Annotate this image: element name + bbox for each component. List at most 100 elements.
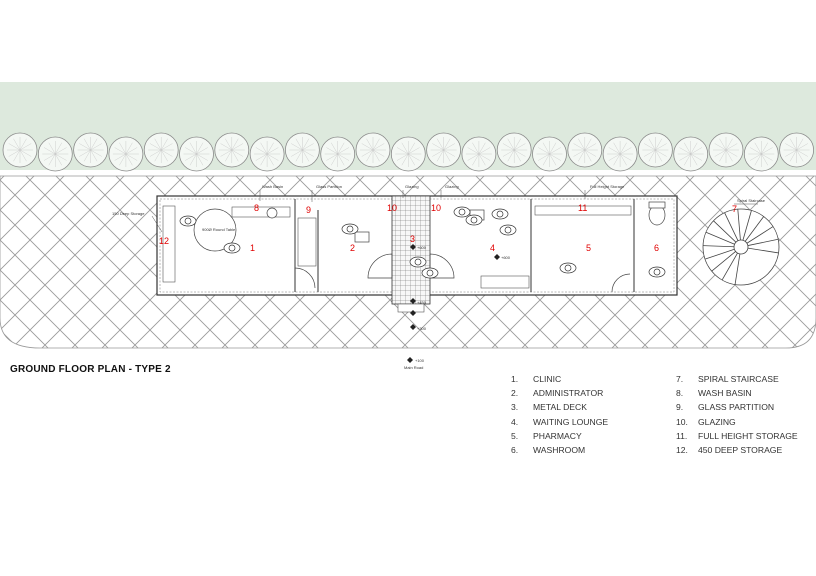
stair-tread bbox=[724, 212, 739, 241]
person-figure bbox=[499, 224, 517, 236]
legend-number: 9. bbox=[676, 402, 684, 413]
person-figure bbox=[559, 262, 577, 274]
legend-number: 4. bbox=[511, 416, 519, 427]
legend-label: SPIRAL STAIRCASE bbox=[698, 374, 779, 384]
tree-canopy-vein bbox=[608, 147, 632, 161]
legend-item: 8.WASH BASIN bbox=[676, 386, 798, 400]
annotation-spiral-staircase: Spiral Staircase bbox=[737, 198, 766, 203]
room-number-3: 3 bbox=[410, 234, 415, 244]
person-figure bbox=[465, 214, 483, 226]
legend-label: GLASS PARTITION bbox=[698, 402, 775, 413]
metal-deck bbox=[391, 195, 431, 305]
legend-number: 1. bbox=[511, 374, 519, 384]
room-number-11: 11 bbox=[578, 203, 587, 213]
annotation-glazing-a: Glazing bbox=[405, 184, 419, 189]
tree-canopy-vein bbox=[749, 147, 773, 161]
legend-item: 3. METAL DECK bbox=[511, 400, 608, 414]
person-figure bbox=[341, 223, 359, 235]
tree-canopy-vein bbox=[43, 147, 67, 161]
person-figure bbox=[491, 208, 509, 220]
stair-tread bbox=[734, 253, 741, 285]
legend-label: WAITING LOUNGE bbox=[533, 416, 609, 427]
person-figure bbox=[179, 215, 197, 227]
tree-canopy-vein bbox=[361, 143, 385, 157]
legend-right-column: 7. SPIRAL STAIRCASE 8.WASH BASIN 9. GLASS PA… bbox=[676, 372, 798, 457]
people-figures bbox=[179, 206, 666, 279]
deck-steps bbox=[397, 303, 425, 313]
legend-number: 7. bbox=[676, 374, 684, 384]
legend-label: FULL HEIGHT STORAGE bbox=[698, 430, 798, 441]
tree-canopy-vein bbox=[149, 143, 173, 157]
legend-number: 11. bbox=[676, 430, 688, 441]
legend-item: 2. ADMINISTRATOR bbox=[511, 386, 608, 400]
legend-label: GLAZING bbox=[698, 416, 736, 427]
tree-canopy-vein bbox=[185, 147, 208, 161]
spiral-staircase bbox=[702, 208, 780, 286]
level-step-1: +450 bbox=[417, 300, 427, 305]
stair-tread bbox=[737, 209, 741, 241]
stair-tread bbox=[721, 252, 738, 281]
tree-canopy-vein bbox=[785, 143, 808, 157]
legend-number: 6. bbox=[511, 444, 519, 455]
room-numbers: 1 2 3 4 5 6 7 8 9 10 10 11 12 bbox=[159, 203, 737, 253]
legend-item: 9. GLASS PARTITION bbox=[676, 400, 798, 414]
room-number-9: 9 bbox=[306, 205, 311, 215]
room-number-1: 1 bbox=[250, 243, 255, 253]
legend-label: CLINIC bbox=[533, 374, 562, 384]
round-table bbox=[193, 208, 237, 252]
legend-label: WASHROOM bbox=[533, 444, 586, 455]
person-figure bbox=[648, 266, 666, 278]
plan-title: GROUND FLOOR PLAN - TYPE 2 bbox=[10, 364, 171, 375]
legend-left-column: 1. CLINIC 2. ADMINISTRATOR 3. METAL DECK 4. WAI… bbox=[511, 372, 608, 457]
person-figure bbox=[223, 242, 241, 254]
stair-tread bbox=[711, 251, 736, 272]
annotation-main-road: Main Road bbox=[404, 365, 423, 370]
tree-canopy-vein bbox=[538, 147, 561, 161]
level-markers: +600 +600 +450 +300 +100 bbox=[407, 244, 511, 363]
annotation-wash-basin: Wash Basin bbox=[262, 184, 283, 189]
tree-canopy-vein bbox=[326, 147, 350, 161]
legend-item: 6. WASHROOM bbox=[511, 443, 608, 457]
annotation-deep-storage: 150 Deep Storage bbox=[112, 211, 145, 216]
level-step-2: +300 bbox=[417, 326, 427, 331]
room-number-12: 12 bbox=[159, 236, 169, 246]
tree-canopy-vein bbox=[220, 143, 244, 157]
stair-tread bbox=[704, 248, 735, 260]
legend-item: 5.PHARMACY bbox=[511, 429, 608, 443]
person-figure bbox=[421, 267, 439, 279]
annotations: Wash Basin Glass Partition Glazing Glazi… bbox=[112, 184, 766, 370]
legend-label: PHARMACY bbox=[533, 430, 582, 441]
stair-tread bbox=[747, 247, 779, 254]
legend-number: 10. bbox=[676, 416, 688, 427]
level-lounge: +600 bbox=[501, 255, 511, 260]
room-number-6: 6 bbox=[654, 243, 659, 253]
tree-canopy-vein bbox=[396, 147, 420, 161]
room-number-4: 4 bbox=[490, 243, 495, 253]
tree-canopy-vein bbox=[291, 143, 314, 157]
annotation-full-height-storage: Full Height Storage bbox=[590, 184, 625, 189]
tree-canopy-vein bbox=[644, 143, 667, 157]
legend-label: WASH BASIN bbox=[698, 388, 752, 399]
room-number-10b: 10 bbox=[431, 203, 441, 213]
partitions bbox=[294, 199, 635, 292]
legend-label: METAL DECK bbox=[533, 402, 587, 413]
legend-number: 3. bbox=[511, 402, 519, 413]
tree-canopy-vein bbox=[8, 143, 32, 157]
legend-label: ADMINISTRATOR bbox=[533, 388, 604, 399]
legend-number: 2. bbox=[511, 388, 519, 399]
annotation-glass-partition: Glass Partition bbox=[316, 184, 342, 189]
legend-number: 12. bbox=[676, 444, 688, 455]
tree-canopy-vein bbox=[502, 143, 526, 157]
legend-label: 450 DEEP STORAGE bbox=[698, 444, 783, 455]
stair-tread bbox=[713, 220, 737, 243]
stair-tread bbox=[703, 245, 735, 248]
tree-canopy-vein bbox=[255, 147, 279, 161]
legend-item: 7. SPIRAL STAIRCASE bbox=[676, 372, 798, 386]
tree-canopy-vein bbox=[573, 143, 597, 157]
legend-item: 10. GLAZING bbox=[676, 415, 798, 429]
level-road: +100 bbox=[415, 358, 425, 363]
tree-canopy-vein bbox=[432, 143, 455, 157]
stair-tread bbox=[705, 231, 735, 245]
annotation-round-table: 900Ø Round Table bbox=[202, 227, 236, 232]
